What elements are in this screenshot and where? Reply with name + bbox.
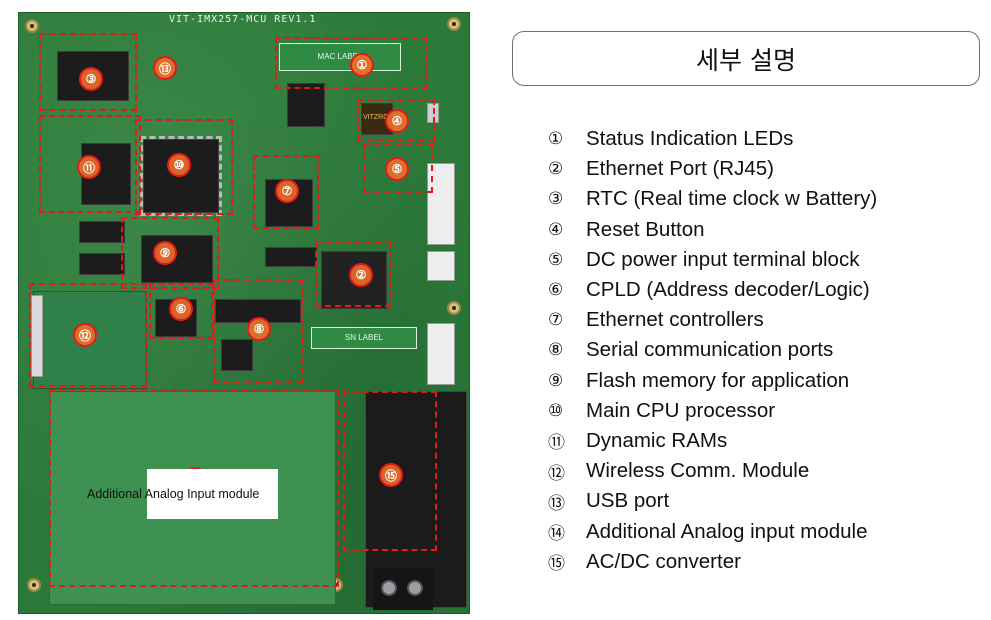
legend-item: ⑪ Dynamic RAMs [548, 426, 877, 456]
dram-chip [79, 221, 125, 243]
regulator-chip [287, 83, 325, 127]
legend-item: ⑮ AC/DC converter [548, 547, 877, 577]
cpu-chip [140, 136, 222, 216]
legend-text: Wireless Comm. Module [586, 459, 810, 483]
legend-marker: ⑫ [548, 463, 565, 484]
connector [427, 251, 455, 281]
legend-text: Reset Button [586, 217, 705, 241]
edge-connector [31, 295, 43, 377]
legend-item: ⑭ Additional Analog input module [548, 516, 877, 546]
legend-text: Additional Analog input module [586, 519, 868, 543]
mounting-hole [447, 17, 461, 31]
overlay-label-box [147, 469, 278, 519]
ic-chip [265, 247, 317, 267]
callout-number-4: ④ [385, 109, 409, 133]
callout-number-6: ⑥ [169, 297, 193, 321]
legend-item: ④ Reset Button [548, 215, 877, 245]
legend-text: Flash memory for application [586, 368, 850, 392]
legend-item: ③ RTC (Real time clock w Battery) [548, 184, 877, 214]
callout-box-4 [357, 99, 435, 141]
legend-item: ⑨ Flash memory for application [548, 366, 877, 396]
mounting-hole [447, 301, 461, 315]
callout-box-5 [363, 143, 433, 193]
legend-item: ⑧ Serial communication ports [548, 335, 877, 365]
callout-box-2 [315, 241, 391, 307]
legend-text: AC/DC converter [586, 549, 741, 573]
legend-item: ① Status Indication LEDs [548, 124, 877, 154]
legend-item: ⑩ Main CPU processor [548, 396, 877, 426]
callout-box-3 [39, 33, 137, 111]
callout-number-5: ⑤ [385, 157, 409, 181]
dram-chip [79, 253, 125, 275]
legend-text: CPLD (Address decoder/Logic) [586, 278, 870, 302]
screw [381, 580, 397, 596]
board-silkscreen: VIT-IMX257-MCU REV1.1 [169, 14, 317, 25]
vitzro-logo: VITZRO [363, 114, 389, 121]
legend-item: ⑤ DC power input terminal block [548, 245, 877, 275]
callout-number-3: ③ [79, 67, 103, 91]
callout-number-9: ⑨ [153, 241, 177, 265]
legend-item: ⑥ CPLD (Address decoder/Logic) [548, 275, 877, 305]
callout-box-12 [29, 283, 147, 387]
callout-box-15 [343, 391, 437, 551]
legend-marker: ② [548, 159, 564, 180]
legend-text: Serial communication ports [586, 338, 834, 362]
legend-item: ⑬ USB port [548, 486, 877, 516]
screw [407, 580, 423, 596]
sn-label: SN LABEL [311, 327, 417, 349]
serial-chip [221, 339, 253, 371]
ac-terminal [373, 568, 433, 610]
legend-marker: ⑬ [548, 493, 565, 514]
mounting-hole [27, 578, 41, 592]
legend-marker: ⑭ [548, 524, 565, 545]
legend-marker: ③ [548, 189, 564, 210]
legend-text: Main CPU processor [586, 398, 776, 422]
callout-number-8: ⑧ [247, 317, 271, 341]
legend-text: DC power input terminal block [586, 247, 860, 271]
legend-marker: ⑦ [548, 310, 564, 331]
callout-number-12: ⑫ [73, 323, 97, 347]
callout-number-1: ① [350, 53, 374, 77]
legend-text: RTC (Real time clock w Battery) [586, 187, 878, 211]
legend-marker: ⑩ [548, 400, 564, 421]
connector [427, 323, 455, 385]
legend-text: Dynamic RAMs [586, 428, 728, 452]
mac-label: MAC LABEL [279, 43, 401, 71]
callout-number-11: ⑪ [77, 155, 101, 179]
callout-box-8 [213, 279, 303, 383]
pcb-photo: VIT-IMX257-MCU REV1.1 MAC LABEL VITZRO S… [18, 12, 470, 614]
callout-box-7 [253, 155, 319, 229]
callout-box-11 [39, 115, 141, 213]
callout-box-6 [149, 283, 213, 339]
legend-marker: ⑥ [548, 280, 564, 301]
legend-item: ⑫ Wireless Comm. Module [548, 456, 877, 486]
legend-item: ② Ethernet Port (RJ45) [548, 154, 877, 184]
legend-text: Status Indication LEDs [586, 127, 794, 151]
legend-text: Ethernet controllers [586, 308, 764, 332]
legend-marker: ④ [548, 219, 564, 240]
legend-marker: ⑧ [548, 340, 564, 361]
callout-number-10: ⑩ [167, 153, 191, 177]
legend-marker: ⑪ [548, 433, 565, 454]
callout-number-7: ⑦ [275, 179, 299, 203]
callout-number-2: ② [349, 263, 373, 287]
callout-box-9 [121, 217, 219, 289]
legend-text: Ethernet Port (RJ45) [586, 157, 774, 181]
callout-box-1 [275, 37, 427, 89]
legend-marker: ⑨ [548, 370, 564, 391]
mounting-hole [25, 19, 39, 33]
legend-marker: ⑤ [548, 249, 564, 270]
legend-item: ⑦ Ethernet controllers [548, 305, 877, 335]
legend-marker: ① [548, 129, 564, 150]
flash-chip [141, 235, 213, 283]
legend-list: ① Status Indication LEDs ② Ethernet Port (… [548, 124, 877, 577]
panel-title: 세부 설명 [512, 31, 980, 86]
overlay-label-text: Additional Analog Input module [87, 487, 260, 501]
legend-text: USB port [586, 489, 670, 513]
callout-box-10 [135, 119, 233, 215]
callout-number-13: ⑬ [153, 56, 177, 80]
callout-box-14 [49, 389, 339, 587]
legend-marker: ⑮ [548, 554, 565, 575]
callout-number-15: ⑮ [379, 463, 403, 487]
